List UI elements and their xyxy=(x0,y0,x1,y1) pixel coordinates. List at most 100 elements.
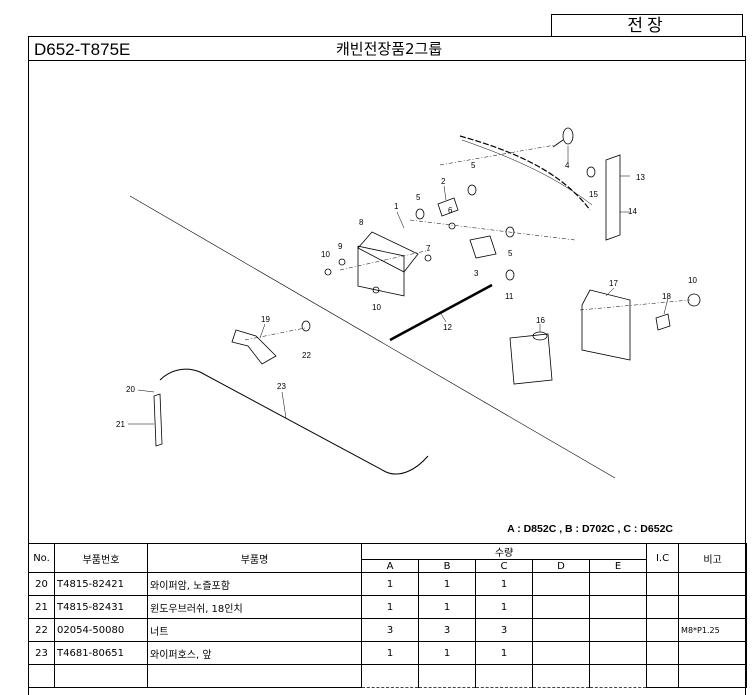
callout-5b: 5 xyxy=(416,193,421,202)
callout-11: 11 xyxy=(505,292,514,301)
row-part-no: T4815-82431 xyxy=(54,595,148,619)
table-row: 21 T4815-82431 윈도우브러쉬, 18인치 1 1 1 xyxy=(28,595,748,619)
group-title: 캐빈전장품2그룹 xyxy=(336,40,443,58)
row-qty-e xyxy=(588,595,648,619)
row-qty-b: 1 xyxy=(418,641,476,665)
table-row: 22 02054-50080 너트 3 3 3 M8*P1.25 xyxy=(28,618,748,642)
row-qty-a xyxy=(361,664,419,688)
page-frame xyxy=(28,36,746,695)
col-header-part-no: 부품번호 xyxy=(54,543,148,573)
model-legend: A : D852C , B : D702C , C : D652C xyxy=(507,523,673,535)
row-qty-c: 1 xyxy=(475,641,533,665)
row-ic xyxy=(646,664,680,688)
row-remark xyxy=(678,595,748,619)
row-qty-c: 1 xyxy=(475,595,533,619)
callout-20: 20 xyxy=(126,385,135,394)
row-qty-a: 1 xyxy=(361,572,419,596)
col-header-no: No. xyxy=(28,543,55,573)
callout-19: 19 xyxy=(261,315,270,324)
col-header-qty-e: E xyxy=(588,559,648,573)
row-qty-a: 1 xyxy=(361,641,419,665)
row-qty-e xyxy=(588,664,648,688)
row-ic xyxy=(646,572,680,596)
col-header-ic: I.C xyxy=(646,543,680,573)
category-label: 전장 xyxy=(551,14,743,37)
row-qty-c: 1 xyxy=(475,572,533,596)
col-header-qty-d: D xyxy=(532,559,590,573)
callout-10c: 10 xyxy=(688,276,697,285)
callout-21: 21 xyxy=(116,420,125,429)
row-part-name: 윈도우브러쉬, 18인치 xyxy=(147,595,362,619)
callout-5c: 5 xyxy=(508,249,513,258)
callout-18: 18 xyxy=(662,292,671,301)
row-part-no: 02054-50080 xyxy=(54,618,148,642)
callout-14: 14 xyxy=(628,207,637,216)
callout-8: 8 xyxy=(359,218,364,227)
row-part-name: 와이퍼암, 노즐포함 xyxy=(147,572,362,596)
row-qty-e xyxy=(588,618,648,642)
row-no: 23 xyxy=(28,641,55,665)
col-header-remark: 비고 xyxy=(678,543,748,573)
callout-3: 3 xyxy=(474,269,479,278)
row-remark: M8*P1.25 xyxy=(678,618,748,642)
row-part-name xyxy=(147,664,362,688)
row-part-name: 너트 xyxy=(147,618,362,642)
row-remark xyxy=(678,664,748,688)
col-header-qty: 수량 xyxy=(360,543,648,560)
row-qty-b xyxy=(418,664,476,688)
row-qty-e xyxy=(588,572,648,596)
table-row: 20 T4815-82421 와이퍼암, 노즐포함 1 1 1 xyxy=(28,572,748,596)
row-ic xyxy=(646,618,680,642)
row-remark xyxy=(678,641,748,665)
row-qty-c xyxy=(475,664,533,688)
callout-16: 16 xyxy=(536,316,545,325)
table-row xyxy=(28,664,748,688)
row-qty-e xyxy=(588,641,648,665)
callout-10a: 10 xyxy=(321,250,330,259)
exploded-parts-diagram: 1 2 3 4 5 5 5 6 7 8 9 10 10 10 11 12 13 … xyxy=(116,127,701,479)
callout-12: 12 xyxy=(443,323,452,332)
callout-1: 1 xyxy=(394,202,399,211)
row-qty-d xyxy=(532,641,590,665)
col-header-qty-a: A xyxy=(361,559,419,573)
callout-15: 15 xyxy=(589,190,598,199)
callout-10b: 10 xyxy=(372,303,381,312)
callout-22: 22 xyxy=(302,351,311,360)
header-bottom-rule xyxy=(28,60,746,61)
col-header-qty-b: B xyxy=(418,559,476,573)
parts-table: No. 부품번호 부품명 수량 I.C 비고 A B C D E 20 T481… xyxy=(28,543,748,688)
row-qty-d xyxy=(532,618,590,642)
callout-6: 6 xyxy=(448,206,453,215)
row-no: 21 xyxy=(28,595,55,619)
callout-4: 4 xyxy=(565,161,570,170)
col-header-part-name: 부품명 xyxy=(147,543,362,573)
row-qty-d xyxy=(532,572,590,596)
row-qty-d xyxy=(532,595,590,619)
callout-5a: 5 xyxy=(471,161,476,170)
row-part-no: T4815-82421 xyxy=(54,572,148,596)
callout-9: 9 xyxy=(338,242,343,251)
row-ic xyxy=(646,641,680,665)
callout-17: 17 xyxy=(609,279,618,288)
row-no: 22 xyxy=(28,618,55,642)
row-part-name: 와이퍼호스, 앞 xyxy=(147,641,362,665)
callout-13: 13 xyxy=(636,173,645,182)
row-remark xyxy=(678,572,748,596)
row-no xyxy=(28,664,55,688)
callout-2: 2 xyxy=(441,177,446,186)
col-header-qty-c: C xyxy=(475,559,533,573)
row-qty-a: 3 xyxy=(361,618,419,642)
row-qty-c: 3 xyxy=(475,618,533,642)
model-number: D652-T875E xyxy=(34,40,131,59)
row-qty-d xyxy=(532,664,590,688)
row-ic xyxy=(646,595,680,619)
row-no: 20 xyxy=(28,572,55,596)
callout-7: 7 xyxy=(426,244,431,253)
row-qty-b: 1 xyxy=(418,595,476,619)
row-part-no xyxy=(54,664,148,688)
row-qty-b: 3 xyxy=(418,618,476,642)
row-qty-a: 1 xyxy=(361,595,419,619)
callout-23: 23 xyxy=(277,382,286,391)
header-top-rule xyxy=(28,36,746,37)
row-part-no: T4681-80651 xyxy=(54,641,148,665)
